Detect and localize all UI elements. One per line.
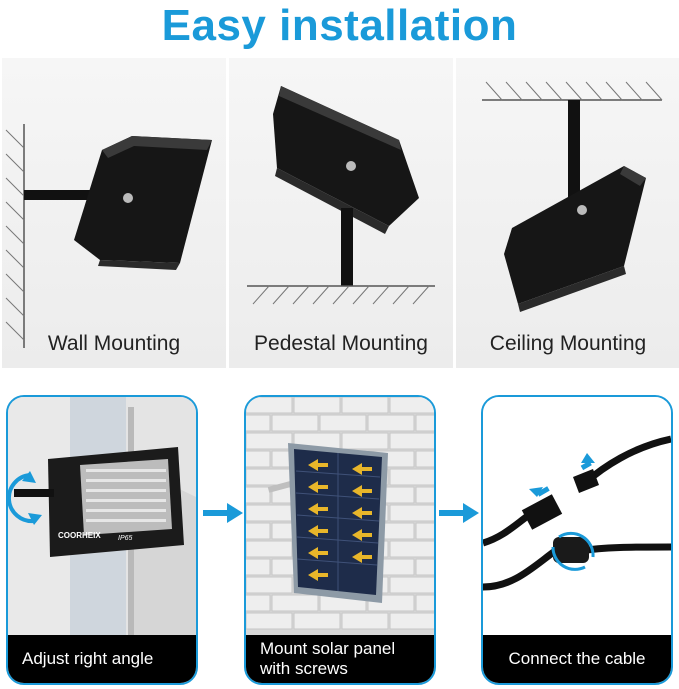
- pedestal-mounting-label: Pedestal Mounting: [254, 332, 428, 355]
- arrow-right-icon: [203, 503, 243, 523]
- ceiling-mounting-panel: Ceiling Mounting: [456, 58, 679, 368]
- ceiling-mounting-illustration: [482, 81, 663, 312]
- wall-mounting-label: Wall Mounting: [47, 332, 181, 355]
- ceiling-mounting-label: Ceiling Mounting: [489, 332, 647, 355]
- cable-connector-illustration: [483, 397, 671, 637]
- step-adjust-angle-label: Adjust right angle: [8, 635, 196, 683]
- step-connect-cable-card: Connect the cable: [481, 395, 673, 685]
- step-adjust-angle-card: Adjust right angle COORHEIX IP65: [6, 395, 198, 685]
- product-rating: IP65: [118, 535, 133, 542]
- product-brand: COORHEIX: [58, 531, 101, 540]
- step-mount-panel-card: Mount solar panel with screws: [244, 395, 436, 685]
- solar-panel-illustration: [246, 397, 434, 637]
- pedestal-mounting-illustration: [247, 86, 435, 305]
- pedestal-mounting-panel: Pedestal Mounting: [229, 58, 453, 368]
- step-mount-panel-label: Mount solar panel with screws: [246, 635, 434, 683]
- floodlight-photo-illustration: [8, 397, 196, 637]
- wall-mounting-illustration: [5, 124, 212, 348]
- page-title: Easy installation: [161, 1, 518, 50]
- step-connect-cable-label: Connect the cable: [483, 635, 671, 683]
- wall-mounting-panel: Wall Mounting: [2, 58, 226, 368]
- arrow-right-icon: [439, 503, 479, 523]
